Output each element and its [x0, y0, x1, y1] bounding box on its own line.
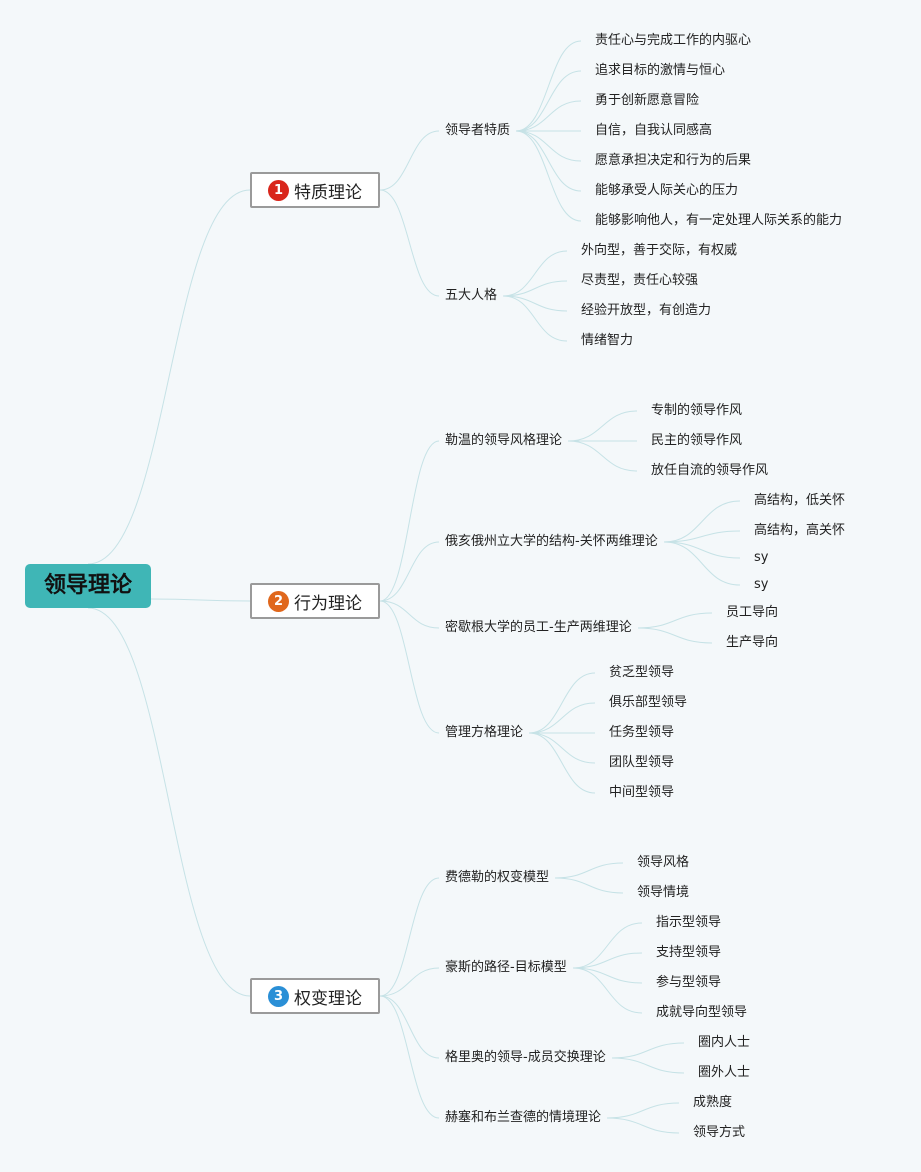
leaf-item[interactable]: sy	[754, 577, 769, 592]
leaf-item[interactable]: 领导风格	[637, 855, 690, 870]
leaf-item[interactable]: 高结构，低关怀	[754, 493, 846, 508]
root-node[interactable]: 领导理论	[25, 564, 151, 608]
leaf-item[interactable]: 民主的领导作风	[651, 433, 743, 448]
leaf-item[interactable]: 俱乐部型领导	[609, 695, 688, 710]
number-badge: 1	[268, 179, 289, 201]
leaf-item[interactable]: 追求目标的激情与恒心	[595, 63, 726, 78]
group-label[interactable]: 勒温的领导风格理论	[445, 433, 563, 448]
leaf-item[interactable]: 放任自流的领导作风	[651, 463, 769, 478]
leaf-item[interactable]: 生产导向	[726, 635, 779, 650]
group-label[interactable]: 格里奥的领导-成员交换理论	[445, 1050, 606, 1065]
leaf-item[interactable]: 能够影响他人，有一定处理人际关系的能力	[595, 213, 843, 228]
theory-label: 权变理论	[294, 988, 362, 1009]
leaf-item[interactable]: 专制的领导作风	[651, 403, 743, 418]
group-label[interactable]: 密歇根大学的员工-生产两维理论	[445, 620, 632, 635]
theory-label: 特质理论	[294, 182, 362, 203]
leaf-item[interactable]: 支持型领导	[656, 945, 722, 960]
theory-label: 行为理论	[294, 593, 362, 614]
leaf-item[interactable]: 高结构，高关怀	[754, 523, 846, 538]
leaf-item[interactable]: 中间型领导	[609, 785, 675, 800]
group-label[interactable]: 领导者特质	[445, 123, 511, 138]
leaf-item[interactable]: 参与型领导	[656, 975, 722, 990]
leaf-item[interactable]: 领导情境	[637, 885, 690, 900]
leaf-item[interactable]: 任务型领导	[609, 725, 675, 740]
group-label[interactable]: 豪斯的路径-目标模型	[445, 960, 567, 975]
leaf-item[interactable]: 员工导向	[726, 605, 779, 620]
leaf-item[interactable]: 外向型，善于交际，有权威	[581, 243, 738, 258]
number-badge: 3	[268, 985, 289, 1007]
leaf-item[interactable]: 勇于创新愿意冒险	[595, 93, 700, 108]
leaf-item[interactable]: 指示型领导	[656, 915, 722, 930]
group-label[interactable]: 管理方格理论	[445, 725, 524, 740]
leaf-item[interactable]: 圈外人士	[698, 1065, 751, 1080]
leaf-item[interactable]: 贫乏型领导	[609, 665, 675, 680]
group-label[interactable]: 费德勒的权变模型	[445, 870, 550, 885]
leaf-item[interactable]: 成就导向型领导	[656, 1005, 748, 1020]
group-label[interactable]: 赫塞和布兰查德的情境理论	[445, 1110, 602, 1125]
leaf-item[interactable]: 领导方式	[693, 1125, 746, 1140]
leaf-item[interactable]: 情绪智力	[581, 333, 634, 348]
leaf-item[interactable]: 成熟度	[693, 1095, 733, 1110]
leaf-item[interactable]: 能够承受人际关心的压力	[595, 183, 739, 198]
leaf-item[interactable]: 尽责型，责任心较强	[581, 273, 699, 288]
group-label[interactable]: 五大人格	[445, 288, 498, 303]
leaf-item[interactable]: 经验开放型，有创造力	[581, 303, 712, 318]
leaf-item[interactable]: 愿意承担决定和行为的后果	[595, 153, 752, 168]
leaf-item[interactable]: sy	[754, 550, 769, 565]
leaf-item[interactable]: 责任心与完成工作的内驱心	[595, 33, 752, 48]
group-label[interactable]: 俄亥俄州立大学的结构-关怀两维理论	[445, 534, 658, 549]
leaf-item[interactable]: 圈内人士	[698, 1035, 751, 1050]
number-badge: 2	[268, 590, 289, 612]
leaf-item[interactable]: 自信，自我认同感高	[595, 123, 713, 138]
leaf-item[interactable]: 团队型领导	[609, 755, 675, 770]
